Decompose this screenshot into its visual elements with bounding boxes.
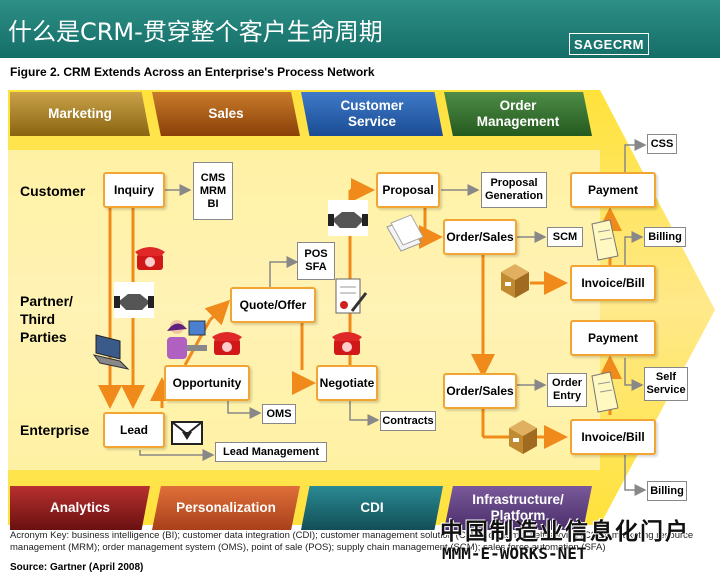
proposal-box: Proposal	[376, 172, 440, 208]
invoice-bill-top-box: Invoice/Bill	[570, 265, 656, 301]
connector-arrows	[139, 139, 647, 496]
opportunity-box: Opportunity	[164, 365, 250, 401]
watermark-chinese: 中国制造业信息化门户	[440, 518, 690, 545]
negotiate-box: Negotiate	[316, 365, 378, 401]
contracts-box: Contracts	[380, 411, 436, 431]
self-service-box: Self Service	[644, 367, 688, 401]
contract-document-icon	[335, 278, 368, 314]
payment-bottom-box: Payment	[570, 320, 656, 356]
banner-title: 什么是CRM-贯穿整个客户生命周期	[8, 18, 383, 46]
footer-infrastructure-platform: Infrastructure/ Platform	[444, 486, 592, 530]
person-at-computer-icon	[167, 320, 207, 359]
scm-box: SCM	[547, 227, 583, 247]
order-sales-top-box: Order/Sales	[443, 219, 517, 255]
source-citation: Source: Gartner (April 2008)	[10, 562, 144, 573]
footer-cdi: CDI	[301, 486, 443, 530]
billing-top-box: Billing	[644, 227, 686, 247]
telephone-icon	[212, 332, 242, 355]
css-box: CSS	[647, 134, 677, 154]
header-order-management: Order Management	[444, 92, 592, 136]
footer-analytics: Analytics	[10, 486, 150, 530]
watermark-url: MMM-E-WORKS-NET	[442, 544, 587, 563]
lead-box: Lead	[103, 412, 165, 448]
payment-top-box: Payment	[570, 172, 656, 208]
row-label-customer: Customer	[20, 183, 86, 199]
invoice-document-icon	[591, 371, 619, 413]
proposal-generation-box: Proposal Generation	[481, 172, 547, 208]
order-sales-bottom-box: Order/Sales	[443, 373, 517, 409]
handshake-icon	[328, 200, 368, 236]
telephone-icon	[135, 247, 165, 270]
paper-stack-icon	[386, 214, 424, 252]
envelope-icon	[171, 421, 203, 445]
invoice-document-icon	[591, 219, 619, 261]
figure-title: Figure 2. CRM Extends Across an Enterpri…	[10, 65, 375, 79]
oms-box: OMS	[262, 404, 296, 424]
title-banner: 什么是CRM-贯穿整个客户生命周期 SAGECRM	[0, 0, 720, 58]
billing-bottom-box: Billing	[647, 481, 687, 501]
invoice-bill-bottom-box: Invoice/Bill	[570, 419, 656, 455]
package-box-icon	[509, 420, 537, 454]
acronym-key: Acronym Key: business intelligence (BI);…	[10, 530, 694, 553]
order-entry-box: Order Entry	[547, 373, 587, 407]
header-customer-service: Customer Service	[301, 92, 443, 136]
handshake-icon	[114, 282, 154, 318]
quote-offer-box: Quote/Offer	[230, 287, 316, 323]
lead-management-box: Lead Management	[215, 442, 327, 462]
laptop-icon	[92, 334, 130, 370]
header-marketing: Marketing	[10, 92, 150, 136]
inquiry-box: Inquiry	[103, 172, 165, 208]
cms-mrm-bi-box: CMS MRM BI	[193, 162, 233, 220]
footer-personalization: Personalization	[152, 486, 300, 530]
sagecrm-logo: SAGECRM	[569, 33, 649, 55]
package-box-icon	[501, 264, 529, 298]
row-label-partner: Partner/ Third Parties	[20, 293, 73, 345]
pos-sfa-box: POS SFA	[297, 242, 335, 280]
header-sales: Sales	[152, 92, 300, 136]
row-label-enterprise: Enterprise	[20, 422, 90, 438]
telephone-icon	[332, 332, 362, 355]
